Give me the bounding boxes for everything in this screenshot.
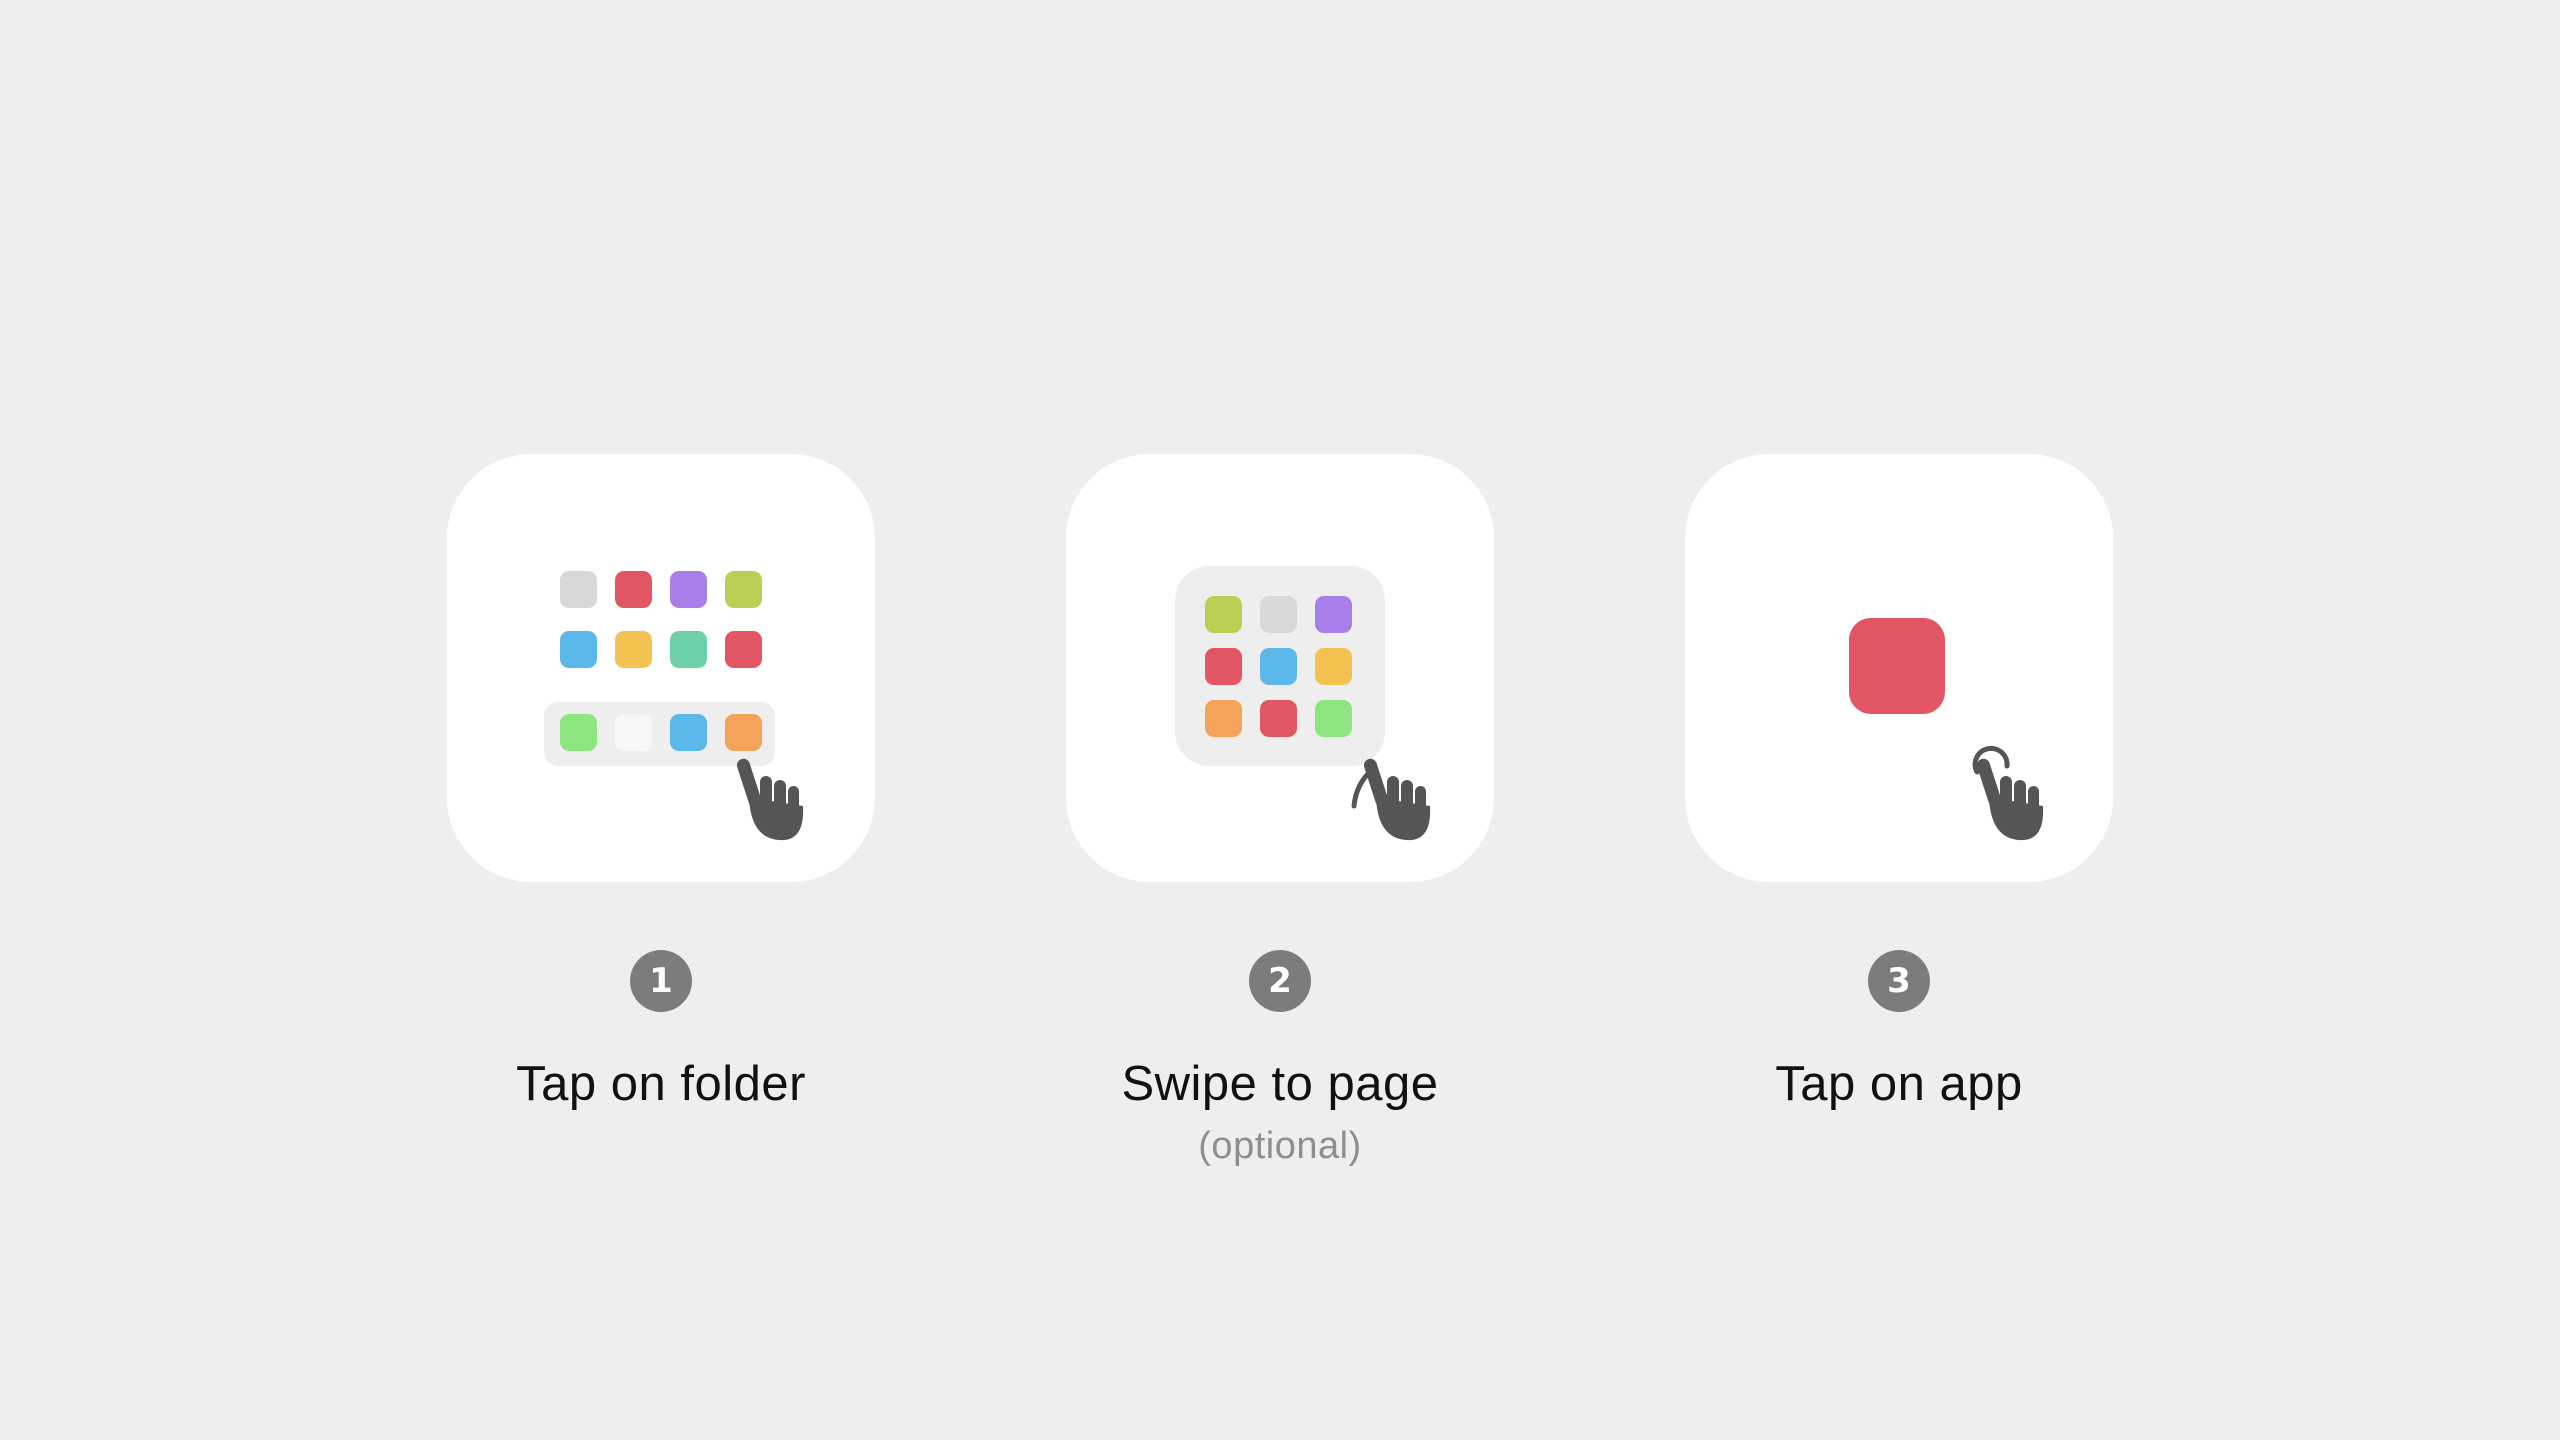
app-tile [560,714,597,751]
app-tile [1205,700,1242,737]
step-label: Swipe to page [1121,1057,1439,1111]
app-tile [560,571,597,608]
folder-dock-row [544,702,775,766]
app-icon [1849,618,1945,714]
app-tile [560,631,597,668]
app-tile [1315,596,1352,633]
app-tile [615,631,652,668]
hand-tap-icon [1972,745,2044,841]
hand-swipe-icon [1351,758,1431,841]
step-3-illustration-card [1685,454,2113,882]
step-sublabel: (optional) [1198,1124,1362,1167]
app-tile [1315,648,1352,685]
app-tile [615,571,652,608]
step-number-badge: 3 [1868,950,1930,1012]
app-tile [1205,596,1242,633]
app-tile [725,571,762,608]
step-1-illustration-card [447,454,875,882]
step-2: 2 Swipe to page (optional) [1066,454,1494,1168]
app-tile [1260,700,1297,737]
app-tile [670,631,707,668]
step-3: 3 Tap on app [1685,454,2113,1112]
app-tile [670,571,707,608]
app-tile [725,631,762,668]
step-1: 1 Tap on folder [447,454,875,1112]
app-tile [725,714,762,751]
app-tile [615,714,652,751]
step-label: Tap on folder [516,1057,806,1111]
app-tile [1260,648,1297,685]
step-number-badge: 1 [630,950,692,1012]
app-tile [1315,700,1352,737]
step-2-illustration-card [1066,454,1494,882]
app-tile [1260,596,1297,633]
app-tile [670,714,707,751]
app-tile [1205,648,1242,685]
step-number-badge: 2 [1249,950,1311,1012]
open-folder [1175,566,1385,766]
step-label: Tap on app [1775,1057,2023,1111]
hand-pointer-icon [736,758,804,841]
